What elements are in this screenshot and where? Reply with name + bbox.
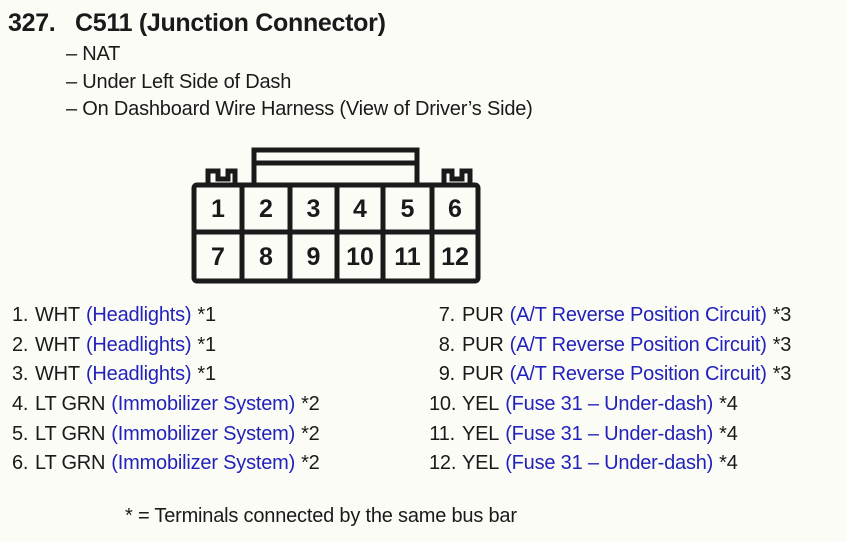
- pin-cell-12: 12: [441, 243, 469, 271]
- pin-cell-5: 5: [401, 195, 415, 223]
- circuit-name: (Immobilizer System): [111, 393, 296, 416]
- circuit-name: (Immobilizer System): [111, 422, 296, 445]
- circuit-name: (Immobilizer System): [111, 452, 296, 475]
- pin-cell-11: 11: [394, 243, 421, 271]
- circuit-name: (A/T Reverse Position Circuit): [509, 363, 767, 386]
- pin-number: 11.: [429, 422, 455, 445]
- bus-bar-ref: *2: [301, 422, 320, 445]
- wire-color: YEL: [462, 422, 500, 445]
- detail-line: – Under Left Side of Dash: [66, 70, 292, 93]
- connector-details: – NAT – Under Left Side of Dash – On Das…: [66, 41, 533, 124]
- pin-cell-2: 2: [259, 195, 273, 223]
- pin-number: 1.: [12, 304, 29, 327]
- page-title: C511 (Junction Connector): [75, 9, 386, 37]
- pin-cell-4: 4: [353, 195, 367, 223]
- wire-color: YEL: [462, 393, 500, 416]
- section-number: 327.: [8, 9, 56, 37]
- bus-bar-ref: *4: [719, 422, 738, 445]
- wire-color: LT GRN: [35, 452, 106, 475]
- pin-row: 9. PUR(A/T Reverse Position Circuit)*3: [429, 360, 792, 390]
- wire-color: YEL: [462, 452, 500, 475]
- bus-bar-ref: *1: [197, 333, 216, 356]
- pin-row: 6. LT GRN(Immobilizer System)*2: [12, 449, 320, 479]
- pin-number: 4.: [12, 393, 29, 416]
- pin-row: 12. YEL(Fuse 31 – Under-dash)*4: [429, 449, 791, 479]
- pin-number: 8.: [438, 333, 455, 356]
- pin-number: 9.: [438, 363, 455, 386]
- connector-pinout-diagram: 1 2 3 4 5 6 7 8 9 10 11 12: [191, 147, 481, 284]
- pin-number: 5.: [12, 422, 29, 445]
- pin-row: 2. WHT(Headlights)*1: [12, 331, 320, 361]
- pin-row: 11. YEL(Fuse 31 – Under-dash)*4: [429, 419, 791, 449]
- pin-row: 4. LT GRN(Immobilizer System)*2: [12, 390, 320, 420]
- pin-number: 3.: [12, 363, 29, 386]
- bus-bar-ref: *1: [197, 363, 216, 386]
- wire-color: WHT: [35, 363, 80, 386]
- pin-cell-3: 3: [307, 195, 321, 223]
- pin-number: 2.: [12, 333, 29, 356]
- circuit-name: (Fuse 31 – Under-dash): [505, 393, 714, 416]
- pin-row: 8. PUR(A/T Reverse Position Circuit)*3: [429, 331, 792, 361]
- bus-bar-ref: *2: [301, 393, 320, 416]
- wire-color: PUR: [462, 363, 504, 386]
- pin-row: 1. WHT(Headlights)*1: [12, 301, 320, 331]
- pin-number: 10.: [429, 393, 457, 416]
- circuit-name: (Headlights): [85, 363, 192, 386]
- wire-color: LT GRN: [35, 422, 106, 445]
- pin-cell-7: 7: [211, 243, 225, 271]
- bus-bar-ref: *4: [719, 393, 738, 416]
- wire-color: WHT: [35, 333, 80, 356]
- detail-line: – NAT: [66, 43, 121, 65]
- circuit-name: (A/T Reverse Position Circuit): [509, 304, 767, 327]
- circuit-name: (A/T Reverse Position Circuit): [509, 333, 767, 356]
- pin-row: 5. LT GRN(Immobilizer System)*2: [12, 419, 320, 449]
- pin-row: 7. PUR(A/T Reverse Position Circuit)*3: [429, 301, 792, 331]
- detail-line: – On Dashboard Wire Harness (View of Dri…: [66, 98, 533, 120]
- pin-number: 6.: [12, 452, 29, 475]
- pin-cell-6: 6: [448, 195, 462, 223]
- bus-bar-ref: *4: [719, 452, 738, 475]
- circuit-name: (Fuse 31 – Under-dash): [505, 422, 714, 445]
- page-heading: 327. C511 (Junction Connector): [8, 9, 386, 38]
- pin-cell-10: 10: [346, 243, 374, 271]
- pin-cell-1: 1: [211, 195, 225, 223]
- pin-row: 3. WHT(Headlights)*1: [12, 360, 320, 390]
- wire-color: WHT: [35, 304, 80, 327]
- wire-color: LT GRN: [35, 393, 106, 416]
- bus-bar-ref: *3: [772, 333, 792, 356]
- circuit-name: (Headlights): [85, 333, 192, 356]
- pin-number: 12.: [429, 452, 457, 475]
- bus-bar-footnote: * = Terminals connected by the same bus …: [125, 505, 517, 527]
- circuit-name: (Headlights): [85, 304, 192, 327]
- connector-left-tab: [205, 168, 238, 185]
- wire-color: PUR: [462, 333, 504, 356]
- circuit-name: (Fuse 31 – Under-dash): [505, 452, 714, 475]
- pin-cell-8: 8: [259, 243, 273, 271]
- bus-bar-ref: *2: [301, 452, 320, 475]
- pin-cell-9: 9: [307, 243, 321, 271]
- connector-latch: [251, 147, 420, 188]
- pin-row: 10. YEL(Fuse 31 – Under-dash)*4: [429, 390, 791, 420]
- wire-color: PUR: [462, 304, 504, 327]
- connector-right-tab: [441, 168, 473, 185]
- bus-bar-ref: *3: [772, 363, 792, 386]
- bus-bar-ref: *1: [197, 304, 216, 327]
- bus-bar-ref: *3: [772, 304, 792, 327]
- pin-list-left: 1. WHT(Headlights)*1 2. WHT(Headlights)*…: [12, 301, 320, 479]
- pin-number: 7.: [438, 304, 455, 327]
- pin-list-right: 7. PUR(A/T Reverse Position Circuit)*3 8…: [429, 301, 791, 479]
